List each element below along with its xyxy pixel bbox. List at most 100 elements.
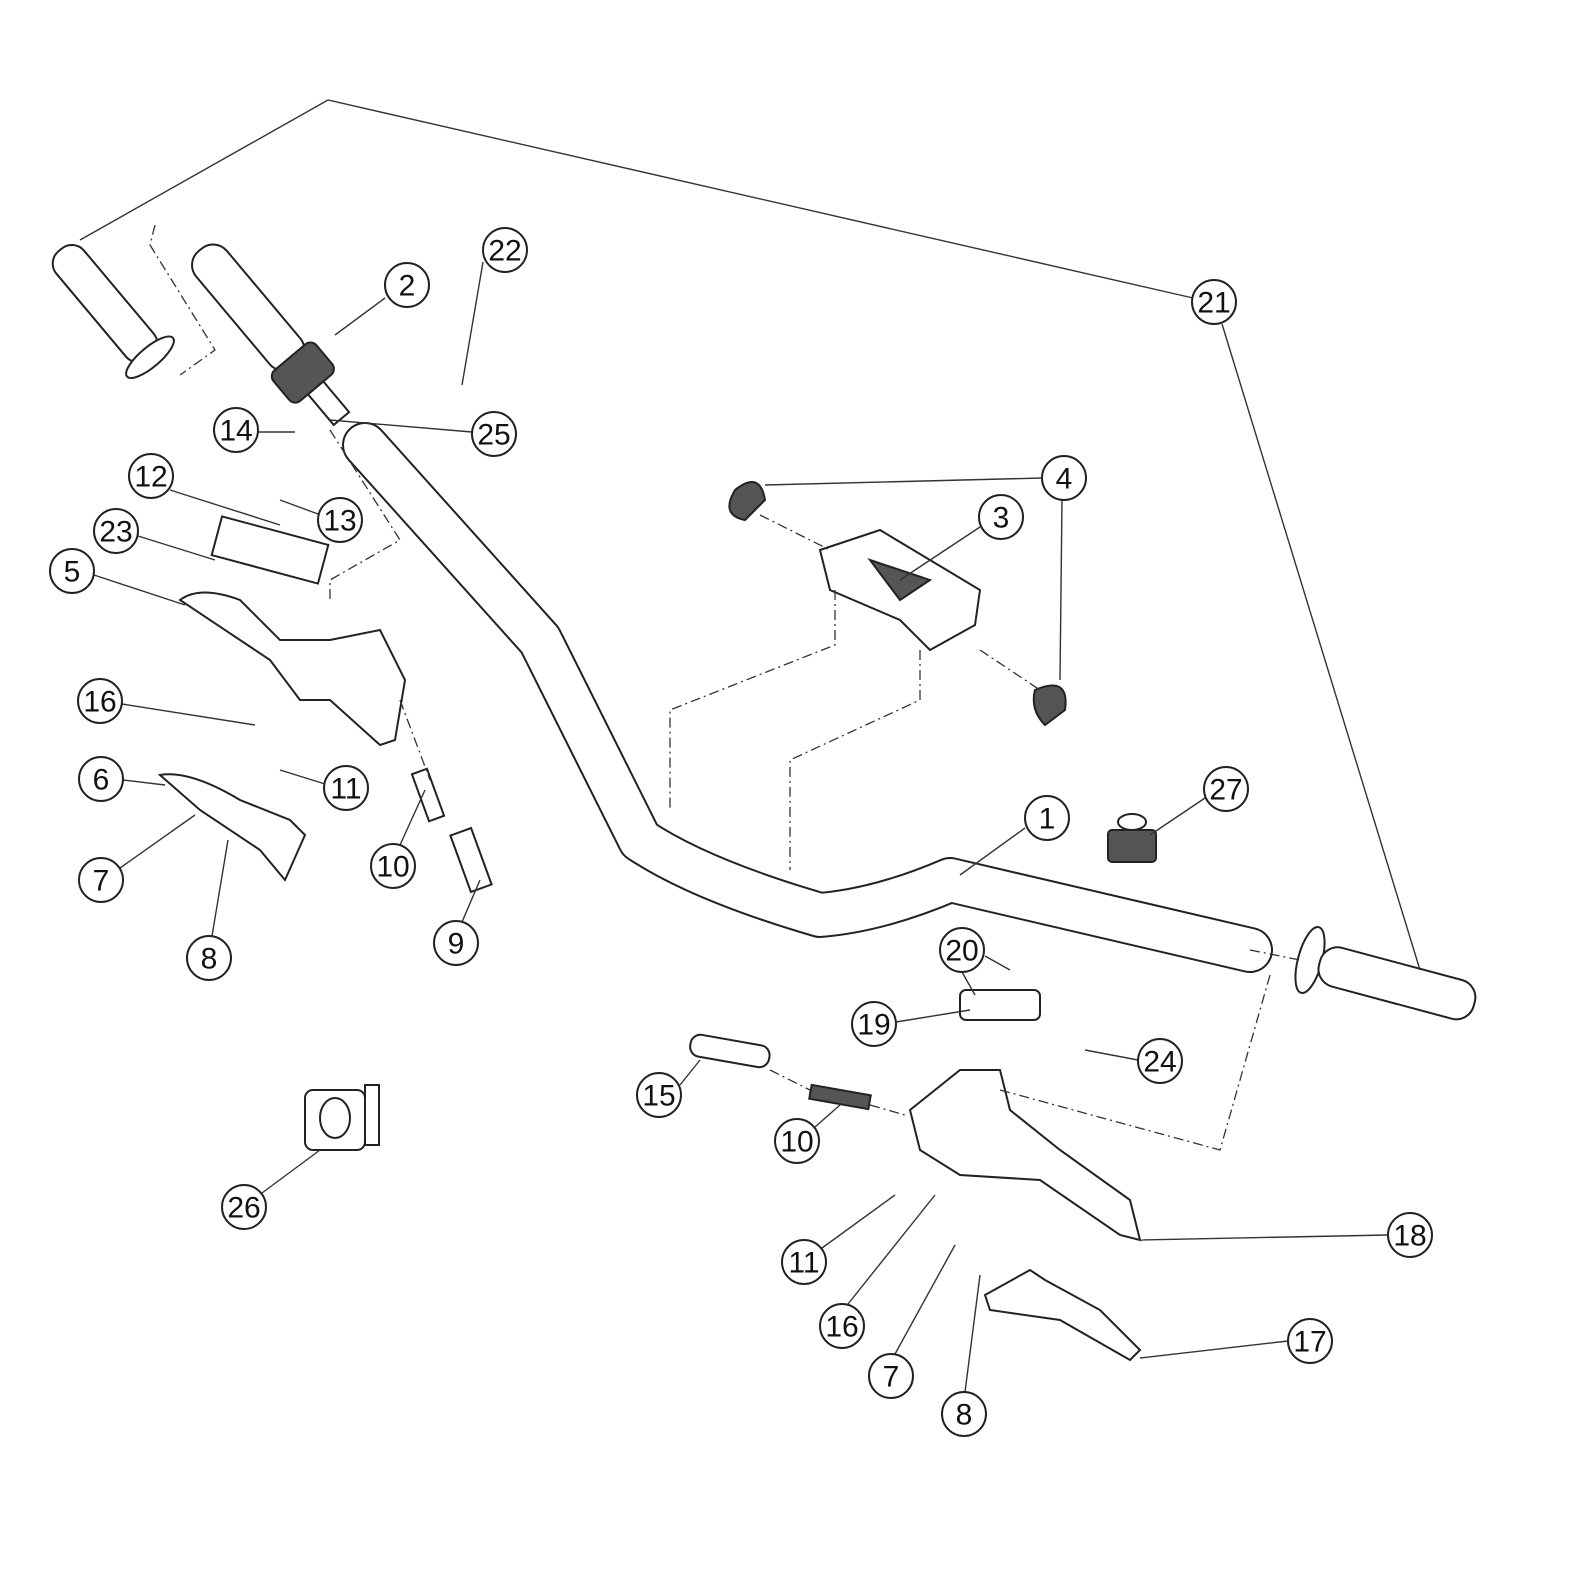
callout-circle xyxy=(636,1072,682,1118)
callout-label: 3 xyxy=(993,502,1010,535)
leader-line-8 xyxy=(964,1274,981,1393)
switch-block xyxy=(1107,813,1157,863)
callout-circle xyxy=(1387,1212,1433,1258)
callout-circle xyxy=(323,765,369,811)
leader-line-23 xyxy=(137,535,216,561)
callout-circle xyxy=(213,407,259,453)
leader-line-13 xyxy=(279,499,319,515)
callout-label: 22 xyxy=(488,235,521,268)
callout-circle xyxy=(93,508,139,554)
callout-circle xyxy=(819,1303,865,1349)
callout-label: 2 xyxy=(399,270,416,303)
callout-11: 11 xyxy=(781,1239,827,1285)
callout-7: 7 xyxy=(78,857,124,903)
parts-drawing xyxy=(51,224,1477,1362)
callout-5: 5 xyxy=(49,548,95,594)
right-grip xyxy=(1294,926,1477,1021)
callout-circle xyxy=(221,1184,267,1230)
switch-housing xyxy=(304,1084,380,1151)
callout-1: 1 xyxy=(1024,795,1070,841)
leader-line-9 xyxy=(461,879,481,923)
callout-circle xyxy=(1191,279,1237,325)
callout-label: 8 xyxy=(956,1399,973,1432)
callout-4: 4 xyxy=(1041,455,1087,501)
leader-line-3 xyxy=(899,526,981,581)
callout-circle xyxy=(49,548,95,594)
callout-16: 16 xyxy=(819,1303,865,1349)
cable-tie xyxy=(728,481,767,522)
leader-line-20 xyxy=(984,955,1011,971)
callout-circle xyxy=(1024,795,1070,841)
callout-10: 10 xyxy=(370,843,416,889)
callout-circle xyxy=(1203,766,1249,812)
leader-line-27 xyxy=(1149,797,1206,836)
callout-6: 6 xyxy=(78,756,124,802)
callout-label: 11 xyxy=(788,1247,819,1280)
leader-line-24 xyxy=(1084,1049,1139,1061)
leader-line-11 xyxy=(279,769,326,785)
callout-circle xyxy=(1287,1318,1333,1364)
callout-label: 24 xyxy=(1143,1046,1176,1079)
callout-24: 24 xyxy=(1137,1038,1183,1084)
leader-line-4 xyxy=(764,477,1043,486)
callout-circle xyxy=(774,1118,820,1164)
callout-25: 25 xyxy=(471,411,517,457)
callout-circle xyxy=(77,678,123,724)
callout-label: 17 xyxy=(1293,1326,1326,1359)
throttle-grip xyxy=(191,243,351,427)
callout-circle xyxy=(941,1391,987,1437)
leader-line-26 xyxy=(261,1149,321,1194)
callout-26: 26 xyxy=(221,1184,267,1230)
leader-line-15 xyxy=(679,1059,701,1086)
callout-circle xyxy=(471,411,517,457)
leader-line-19 xyxy=(895,1009,971,1023)
callout-label: 7 xyxy=(93,865,110,898)
callout-label: 14 xyxy=(219,415,252,448)
leader-line-21 xyxy=(79,99,1194,299)
callout-circle xyxy=(781,1239,827,1285)
callout-20: 20 xyxy=(939,927,985,973)
callout-18: 18 xyxy=(1387,1212,1433,1258)
leader-line-7 xyxy=(119,814,196,869)
callout-circle xyxy=(78,756,124,802)
callout-label: 1 xyxy=(1039,803,1056,836)
callout-label: 25 xyxy=(477,419,510,452)
callout-label: 16 xyxy=(83,686,116,719)
callout-label: 26 xyxy=(227,1192,260,1225)
callout-14: 14 xyxy=(213,407,259,453)
callout-19: 19 xyxy=(851,1001,897,1047)
callout-circle xyxy=(317,497,363,543)
callout-11: 11 xyxy=(323,765,369,811)
leader-line-11 xyxy=(821,1194,896,1249)
callout-label: 10 xyxy=(376,851,409,884)
leader-line-2 xyxy=(334,297,386,336)
callout-circle xyxy=(433,920,479,966)
callout-label: 15 xyxy=(642,1080,675,1113)
callout-9: 9 xyxy=(433,920,479,966)
callout-label: 9 xyxy=(448,928,465,961)
leader-line-6 xyxy=(122,779,166,786)
leader-line-16 xyxy=(121,703,256,726)
callout-label: 4 xyxy=(1056,463,1073,496)
callout-label: 11 xyxy=(330,773,361,806)
leader-line-21 xyxy=(1221,323,1421,971)
callout-label: 12 xyxy=(134,461,167,494)
callout-label: 16 xyxy=(825,1311,858,1344)
callout-12: 12 xyxy=(128,453,174,499)
callout-21: 21 xyxy=(1191,279,1237,325)
callout-circle xyxy=(1137,1038,1183,1084)
callout-27: 27 xyxy=(1203,766,1249,812)
callout-23: 23 xyxy=(93,508,139,554)
callout-circle xyxy=(851,1001,897,1047)
leader-line-12 xyxy=(169,489,281,526)
leader-lines xyxy=(79,99,1421,1393)
leader-line-4 xyxy=(1059,499,1063,681)
callout-circle xyxy=(1041,455,1087,501)
callout-2: 2 xyxy=(384,262,430,308)
callout-label: 20 xyxy=(945,935,978,968)
callout-16: 16 xyxy=(77,678,123,724)
callout-label: 7 xyxy=(883,1361,900,1394)
cable-tie xyxy=(1032,684,1067,727)
leader-line-10 xyxy=(814,1104,841,1128)
callout-7: 7 xyxy=(868,1353,914,1399)
